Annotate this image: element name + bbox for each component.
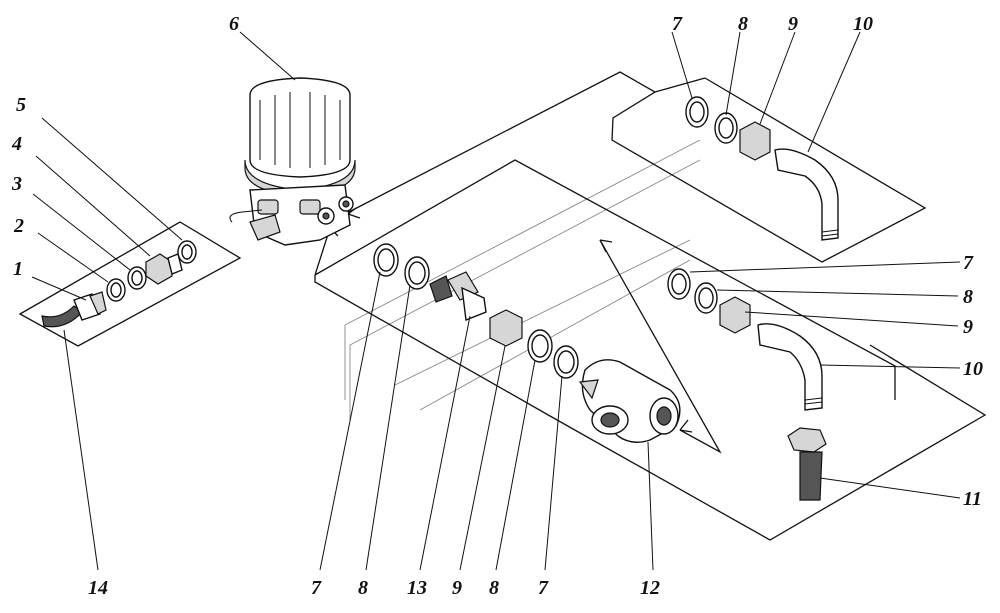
washers-left xyxy=(106,266,147,302)
leader-lines xyxy=(31,31,961,571)
parts-right-middle xyxy=(667,268,827,501)
callout-8-right: 8 xyxy=(963,286,973,308)
air-dryer-assembly xyxy=(229,77,356,246)
callout-7-bottom-b: 7 xyxy=(538,577,549,599)
callout-11: 11 xyxy=(963,488,982,510)
tee-fitting-12 xyxy=(578,359,681,443)
callout-6: 6 xyxy=(229,13,239,35)
callout-9-right: 9 xyxy=(963,316,973,338)
callout-7-right: 7 xyxy=(963,252,974,274)
callout-12: 12 xyxy=(640,577,660,599)
frame-bottom xyxy=(314,275,987,541)
parts-middle-chain xyxy=(373,243,579,379)
hose-fitting-left xyxy=(41,291,107,328)
callout-9-top: 9 xyxy=(788,13,798,35)
callout-8-bottom-a: 8 xyxy=(358,577,368,599)
frame-top-right xyxy=(344,71,927,263)
callout-7-bottom-a: 7 xyxy=(311,577,322,599)
frame-left-fittings xyxy=(18,221,242,347)
callout-5: 5 xyxy=(16,94,26,116)
callout-14: 14 xyxy=(88,577,108,599)
callout-13: 13 xyxy=(407,577,427,599)
frame-middle xyxy=(314,159,896,400)
parts-top-right xyxy=(685,96,839,241)
background-construction-lines xyxy=(344,139,701,420)
callout-1: 1 xyxy=(13,258,23,280)
callout-10-right: 10 xyxy=(963,358,983,380)
callout-10-top: 10 xyxy=(853,13,873,35)
callout-4: 4 xyxy=(11,133,22,155)
callout-labels: 5 4 3 2 1 6 7 8 9 10 7 8 9 10 11 7 8 13 … xyxy=(11,13,983,599)
callout-7-top: 7 xyxy=(672,13,683,35)
callout-9-bottom: 9 xyxy=(452,577,462,599)
callout-8-bottom-b: 8 xyxy=(489,577,499,599)
union-nut-left xyxy=(145,253,183,285)
callout-3: 3 xyxy=(11,173,22,195)
callout-8-top: 8 xyxy=(738,13,748,35)
callout-2: 2 xyxy=(13,215,24,237)
bracket-frames xyxy=(18,71,987,541)
washer-5 xyxy=(177,240,197,264)
